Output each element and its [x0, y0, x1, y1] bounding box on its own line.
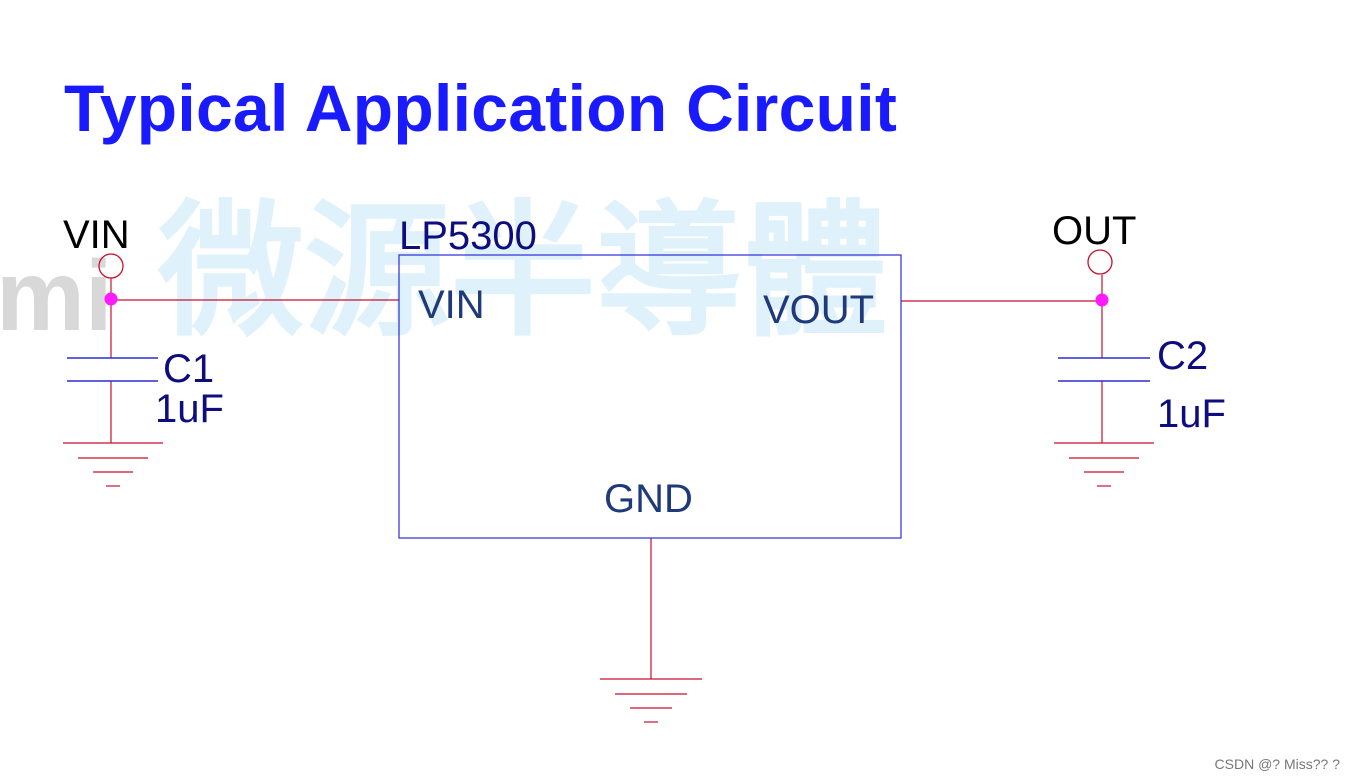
- watermark-side-text: mi: [0, 240, 113, 352]
- source-credit: CSDN @? Miss?? ?: [1214, 756, 1340, 772]
- chip-body: [398, 254, 902, 539]
- capacitor-c1: [67, 357, 158, 382]
- wires: [63, 275, 1154, 723]
- ground-symbol-c2: [1054, 442, 1154, 487]
- c2-value-label: 1uF: [1157, 392, 1226, 436]
- out-terminal-icon: [1087, 249, 1113, 275]
- ground-symbol-c1: [63, 442, 163, 487]
- capacitor-c2: [1058, 357, 1150, 382]
- out-terminal-label: OUT: [1052, 209, 1136, 253]
- c1-value-label: 1uF: [155, 387, 224, 431]
- page-title: Typical Application Circuit: [64, 71, 898, 145]
- pin-gnd-label: GND: [604, 477, 693, 521]
- vin-terminal-label: VIN: [63, 213, 130, 257]
- ground-symbol-chip: [600, 678, 702, 723]
- out-junction-dot: [1095, 293, 1109, 307]
- vin-terminal-icon: [98, 253, 124, 279]
- watermark: mi 微源半導體: [0, 190, 888, 353]
- c2-name-label: C2: [1157, 334, 1208, 378]
- vin-junction-dot: [104, 292, 118, 306]
- capacitors: [67, 357, 1150, 382]
- chip-name-label: LP5300: [399, 214, 537, 258]
- c1-name-label: C1: [163, 347, 214, 391]
- watermark-text: 微源半導體: [157, 190, 888, 353]
- pin-vin-label: VIN: [418, 283, 485, 327]
- pin-vout-label: VOUT: [763, 288, 874, 332]
